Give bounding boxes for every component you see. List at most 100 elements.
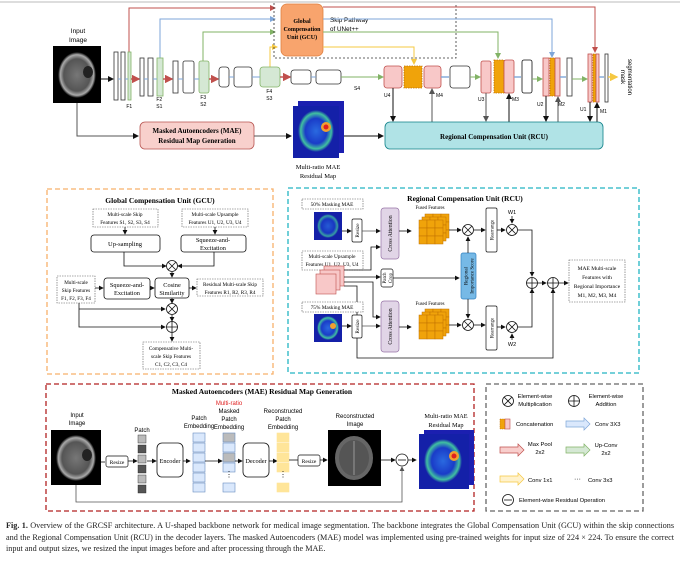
cross-attention-top [380,207,400,260]
decoder-labels: U4 M4 U3 M3 U2 M2 U1 M1 [384,93,607,115]
w2-label: W2 [508,342,516,348]
rcu-add-2 [547,277,559,289]
patch-tile [137,444,147,454]
fused-cell [418,235,428,245]
skip-line-f4 [269,44,278,67]
fused-cell [426,235,436,245]
patch-label: Patch [134,428,149,434]
bottleneck-stage [290,69,342,85]
encoder-stage-4 [218,66,281,88]
gcu-detail-panel: Global Compensation Unit (GCU) Multi-sca… [46,188,274,375]
rcu-mult-w1 [506,224,518,236]
rcu-add-1 [526,277,538,289]
reconstructed-brain-image [328,430,381,486]
legend-conv3x3-dots: ··· Conv 3x3 [574,476,613,484]
mae-block-label: Masked Autoencoders (MAE)Residual Map Ge… [152,127,242,145]
ellipsis: ⋮ [279,470,287,479]
skip-line-f1 [128,5,276,52]
decoder-stage-2 [542,57,573,97]
encoder-labels: F1 F2 S1 F3 S2 F4 S3 S4 [126,86,360,110]
patch-tiles [137,434,147,494]
svg-text:Conv 3x3: Conv 3x3 [588,478,613,484]
se-top-block [180,234,247,253]
legend-residual-op: Element-wise Residual Operation [502,494,605,506]
svg-text:Resize: Resize [302,459,317,465]
svg-text:Resize: Resize [355,223,361,238]
svg-text:···: ··· [574,476,581,483]
gcu-block[interactable] [280,3,324,57]
regional-importance-score-block [460,252,477,300]
rcu-connections [390,88,600,122]
legend-conv1x1: Conv 1x1 [499,472,553,486]
svg-text:Resize: Resize [110,460,125,466]
caption-label: Fig. 1. [6,521,28,530]
mask50-label: 50% Masking MAE [311,202,354,208]
rcu-mult-top [462,224,474,236]
fused-cell [434,322,444,332]
upsampling-block [90,234,161,253]
svg-text:Decoder: Decoder [245,458,267,465]
mae-title: Masked Autoencoders (MAE) Residual Map G… [172,387,353,396]
patch-tile [137,454,147,464]
fused-cell [426,227,436,237]
resize-top [351,218,363,243]
svg-text:Rearrange: Rearrange [491,219,496,240]
mae-residual-map-image [419,430,474,489]
rcu-block[interactable] [384,121,604,150]
svg-text:Concatenation: Concatenation [516,422,553,428]
embedding-cell [192,462,206,473]
fused-cell [434,235,444,245]
rcu-detail-panel: Regional Compensation Unit (RCU) 50% Mas… [287,187,640,374]
residual-op [395,453,409,467]
patch-tile [137,484,147,494]
fused-features-bottom [418,308,450,340]
ellipsis: ⋮ [225,470,233,479]
multi-ratio-label: Multi-ratio [216,401,243,407]
embedding-cell [192,472,206,483]
embedding-cell [276,452,290,463]
decoder-stage-1 [587,53,609,103]
svg-text:Resize: Resize [355,319,361,334]
svg-text:PatchCrop: PatchCrop [383,272,394,284]
svg-text:Conv 3X3: Conv 3X3 [595,422,620,428]
patch-tile [137,474,147,484]
encoder-stage-1 [113,51,132,101]
embedding-cell [276,482,290,493]
mask50-heatmap [314,212,342,240]
fused-label-top: Fused Features [416,206,445,211]
legend-conv3x3: Conv 3X3 [565,417,620,431]
embedding-cell [192,452,206,463]
embedding-cell [192,482,206,493]
cross-attention-bottom [380,300,400,353]
embedding-cell [192,442,206,453]
skip-pathway-box [273,3,457,59]
rcu-mult-w2 [506,321,518,333]
embedding-cell [222,432,236,443]
svg-text:Conv 1x1: Conv 1x1 [528,478,553,484]
decoder-stage-4 [383,65,471,89]
encoder-stage-3 [172,60,210,94]
fused-cell [426,314,436,324]
mask75-heatmap [314,314,342,342]
svg-text:RegionalImportance Score: RegionalImportance Score [465,258,476,294]
svg-text:Element-wise Residual Operatio: Element-wise Residual Operation [519,498,605,504]
masked-patch-embedding-stack: ⋮ [222,432,236,493]
